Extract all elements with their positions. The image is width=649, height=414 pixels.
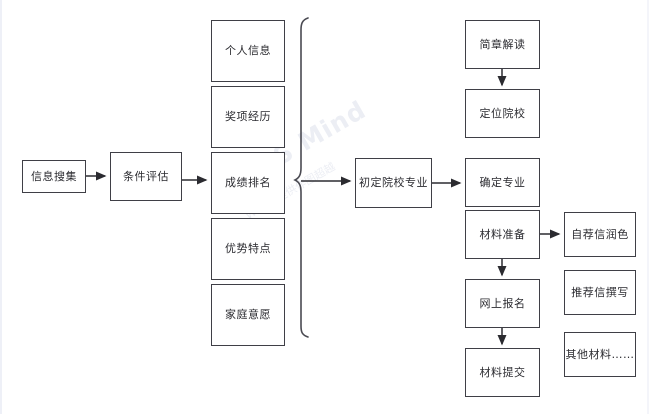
node-online-registration[interactable]: 网上报名 <box>465 279 540 328</box>
node-preliminary-school-major[interactable]: 初定院校专业 <box>355 158 432 208</box>
node-material-submission[interactable]: 材料提交 <box>465 348 540 397</box>
node-label: 条件评估 <box>123 169 169 183</box>
node-personal-info[interactable]: 个人信息 <box>211 20 285 82</box>
node-other-materials[interactable]: 其他材料…… <box>564 332 636 377</box>
node-material-preparation[interactable]: 材料准备 <box>465 210 540 259</box>
node-label: 信息搜集 <box>31 169 77 183</box>
node-label: 家庭意愿 <box>225 308 271 322</box>
node-label: 奖项经历 <box>225 110 271 124</box>
node-grade-ranking[interactable]: 成绩排名 <box>211 152 285 214</box>
node-label: 简章解读 <box>479 37 526 51</box>
node-label: 其他材料…… <box>565 347 635 361</box>
node-label: 材料准备 <box>479 227 526 241</box>
node-brochure-interpretation[interactable]: 简章解读 <box>465 20 540 69</box>
node-recommendation-letter[interactable]: 推荐信撰写 <box>564 270 636 315</box>
node-award-experience[interactable]: 奖项经历 <box>211 86 285 148</box>
node-label: 推荐信撰写 <box>571 285 629 299</box>
node-info-collection[interactable]: 信息搜集 <box>22 160 86 193</box>
node-family-wishes[interactable]: 家庭意愿 <box>211 284 285 346</box>
node-determine-major[interactable]: 确定专业 <box>465 158 540 207</box>
node-condition-evaluation[interactable]: 条件评估 <box>110 152 182 201</box>
node-label: 成绩排名 <box>225 176 271 190</box>
node-label: 确定专业 <box>479 175 526 189</box>
node-label: 材料提交 <box>479 365 526 379</box>
node-strengths[interactable]: 优势特点 <box>211 218 285 280</box>
node-target-school[interactable]: 定位院校 <box>465 89 540 138</box>
node-self-recommendation-letter[interactable]: 自荐信润色 <box>564 212 636 257</box>
node-label: 网上报名 <box>479 296 526 310</box>
node-label: 初定院校专业 <box>359 176 428 190</box>
node-label: 定位院校 <box>479 106 526 120</box>
node-label: 优势特点 <box>225 242 271 256</box>
grouping-brace-icon <box>293 17 309 338</box>
node-label: 自荐信润色 <box>571 227 629 241</box>
node-label: 个人信息 <box>225 44 271 58</box>
